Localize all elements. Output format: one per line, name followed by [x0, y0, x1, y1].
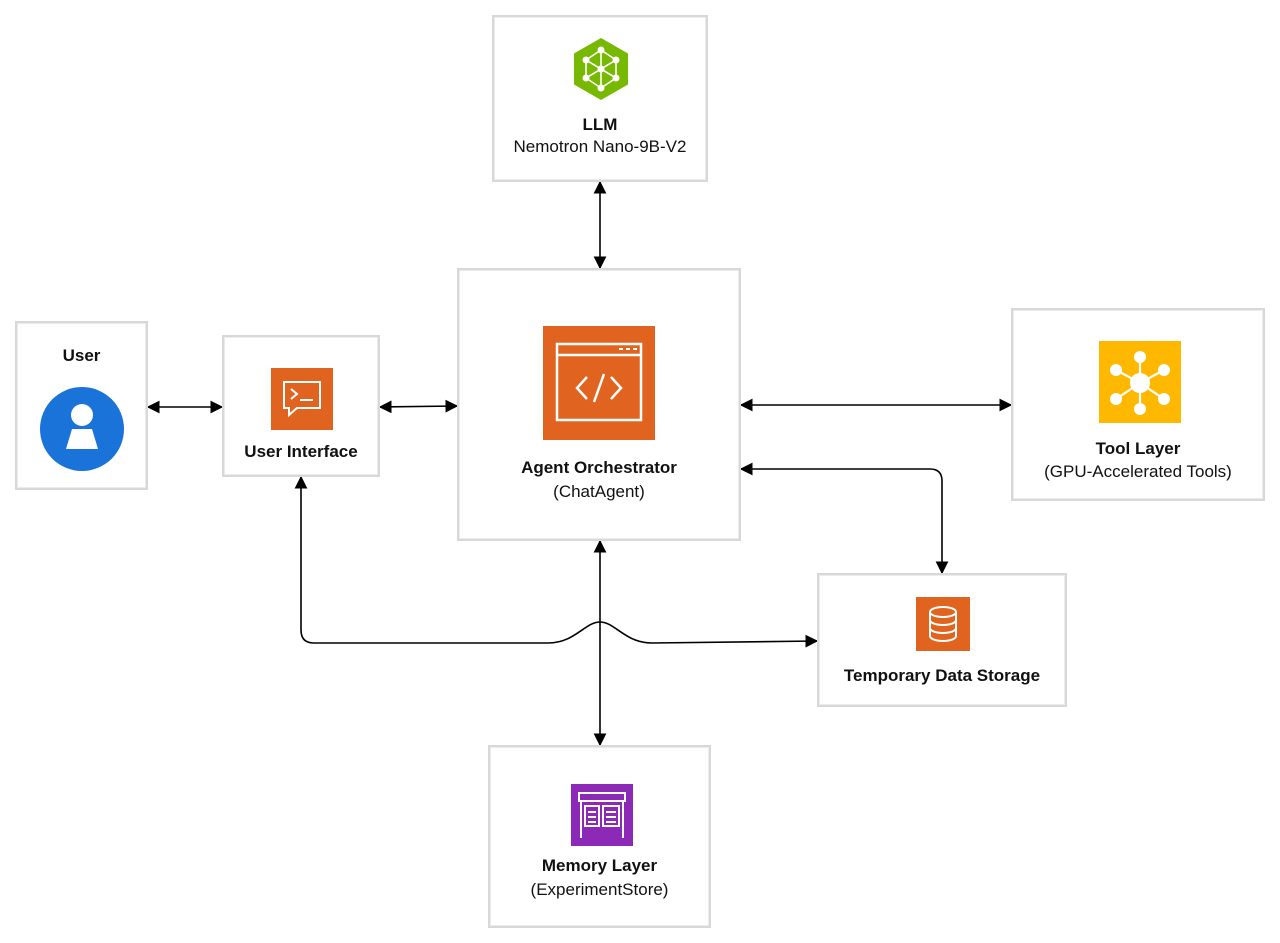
memory-layer-title: Memory Layer: [541, 856, 658, 875]
arrow-ui-orchestrator: [378, 399, 459, 414]
database-icon: [916, 597, 970, 651]
memory-layer-subtitle: (ExperimentStore): [530, 880, 669, 899]
llm-node: LLM Nemotron Nano-9B-V2: [492, 15, 708, 182]
terminal-chat-icon: [271, 368, 333, 430]
llm-subtitle: Nemotron Nano-9B-V2: [513, 137, 687, 156]
code-window-icon: [543, 326, 655, 440]
user-icon: [39, 386, 125, 472]
temporary-data-storage-node: Temporary Data Storage: [817, 573, 1067, 707]
llm-title: LLM: [582, 115, 618, 134]
memory-layer-node: Memory Layer (ExperimentStore): [488, 745, 711, 928]
agent-orchestrator-subtitle: (ChatAgent): [553, 482, 645, 501]
user-interface-title: User Interface: [244, 442, 358, 461]
arrow-orchestrator-storage: [739, 462, 949, 575]
user-interface-node: User Interface: [222, 335, 380, 477]
storage-gateway-icon: [571, 784, 633, 846]
neural-network-icon: [568, 36, 634, 102]
tool-layer-subtitle: (GPU-Accelerated Tools): [1044, 462, 1232, 481]
arrow-ui-storage: [294, 475, 819, 648]
temporary-data-storage-title: Temporary Data Storage: [843, 666, 1041, 685]
tool-layer-title: Tool Layer: [1095, 439, 1181, 458]
agent-orchestrator-title: Agent Orchestrator: [521, 458, 677, 477]
user-node: User: [15, 321, 148, 490]
user-title: User: [62, 346, 101, 365]
hub-network-icon: [1099, 341, 1181, 423]
agent-orchestrator-node: Agent Orchestrator (ChatAgent): [457, 268, 741, 541]
tool-layer-node: Tool Layer (GPU-Accelerated Tools): [1011, 308, 1265, 501]
